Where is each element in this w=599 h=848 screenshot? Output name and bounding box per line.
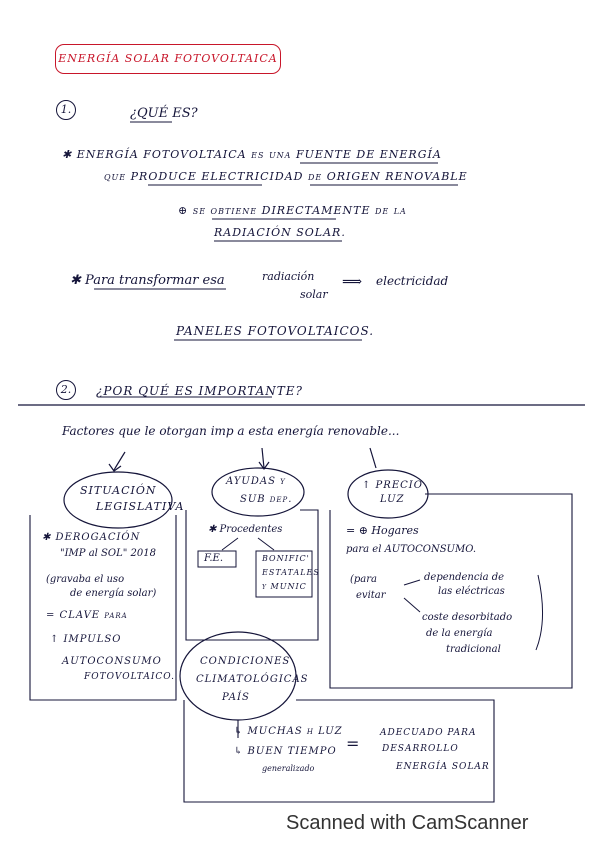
panels-line: PANELES FOTOVOLTAICOS. [176,324,375,338]
box3-line: (para [350,574,378,585]
section-2-heading: ¿POR QUÉ ES IMPORTANTE? [96,384,303,398]
box4-line: ↳ MUCHAS h LUZ [234,726,343,737]
box1-title: LEGISLATIVA [96,500,185,513]
box4-line: generalizado [262,764,315,773]
section-1-heading: ¿QUÉ ES? [130,106,198,121]
box3-line: tradicional [446,644,501,655]
section-2-number: 2. [56,380,76,400]
box2-title: AYUDAS y [226,476,286,487]
box1-line: FOTOVOLTAICO. [84,672,175,682]
radiation-word: radiación [262,270,315,283]
box4-title: CLIMATOLÓGICAS [196,674,309,685]
box4-equals: = [346,734,360,753]
box1-line: "IMP al SOL" 2018 [60,548,156,559]
box1-line: ✱ DEROGACIÓN [42,532,141,543]
box3-title: ↑ PRECIO [362,480,423,491]
box4-result: ENERGÍA SOLAR [396,762,490,772]
box3-title: LUZ [380,494,405,505]
section-1-text-line: que PRODUCE ELECTRICIDAD de ORIGEN RENOV… [104,170,468,183]
implies-arrow: ⟹ [342,274,363,290]
box3-line: coste desorbitado [422,612,513,623]
box4-title: CONDICIONES [200,656,291,667]
section-2-intro: Factores que le otorgan imp a esta energ… [62,424,400,438]
box4-result: DESARROLLO [382,744,459,754]
box2-line: F.E. [204,553,224,564]
box2-line: ESTATALES [262,568,320,577]
box2-line: y MUNIC [262,582,307,591]
section-1-text-line: ✱ ENERGÍA FOTOVOLTAICA es una FUENTE DE … [62,148,442,161]
document-title: ENERGÍA SOLAR FOTOVOLTAICA [55,44,281,74]
electricity-word: electricidad [376,274,449,288]
section-1-text-line: ⊕ se obtiene DIRECTAMENTE de la [178,204,407,217]
box1-line: AUTOCONSUMO [62,656,162,667]
box4-line: ↳ BUEN TIEMPO [234,746,337,757]
box1-line: ↑ IMPULSO [50,634,122,645]
box1-line: (gravaba el uso [46,574,125,585]
box2-line: ✱ Procedentes [208,524,283,535]
box3-line: = ⊕ Hogares [346,524,419,537]
section-1-text-line: RADIACIÓN SOLAR. [214,226,346,239]
section-1-number: 1. [56,100,76,120]
box1-line: de energía solar) [70,588,157,599]
section-1-text-line: ✱ Para transformar esa [70,273,225,288]
box1-title: SITUACIÓN [80,484,157,497]
box3-line: las eléctricas [438,586,505,597]
box3-line: evitar [356,590,386,601]
box2-line: BONIFIC' [262,554,310,563]
box2-title: SUB dep. [240,494,293,505]
box3-line: dependencia de [424,572,505,583]
box4-result: ADECUADO PARA [380,728,477,738]
box4-title: PAÍS [222,692,250,703]
box3-line: de la energía [426,628,493,639]
camscanner-watermark: Scanned with CamScanner [286,812,529,834]
box3-line: para el AUTOCONSUMO. [346,544,477,555]
solar-word: solar [300,288,328,301]
box1-line: = CLAVE para [46,610,128,621]
